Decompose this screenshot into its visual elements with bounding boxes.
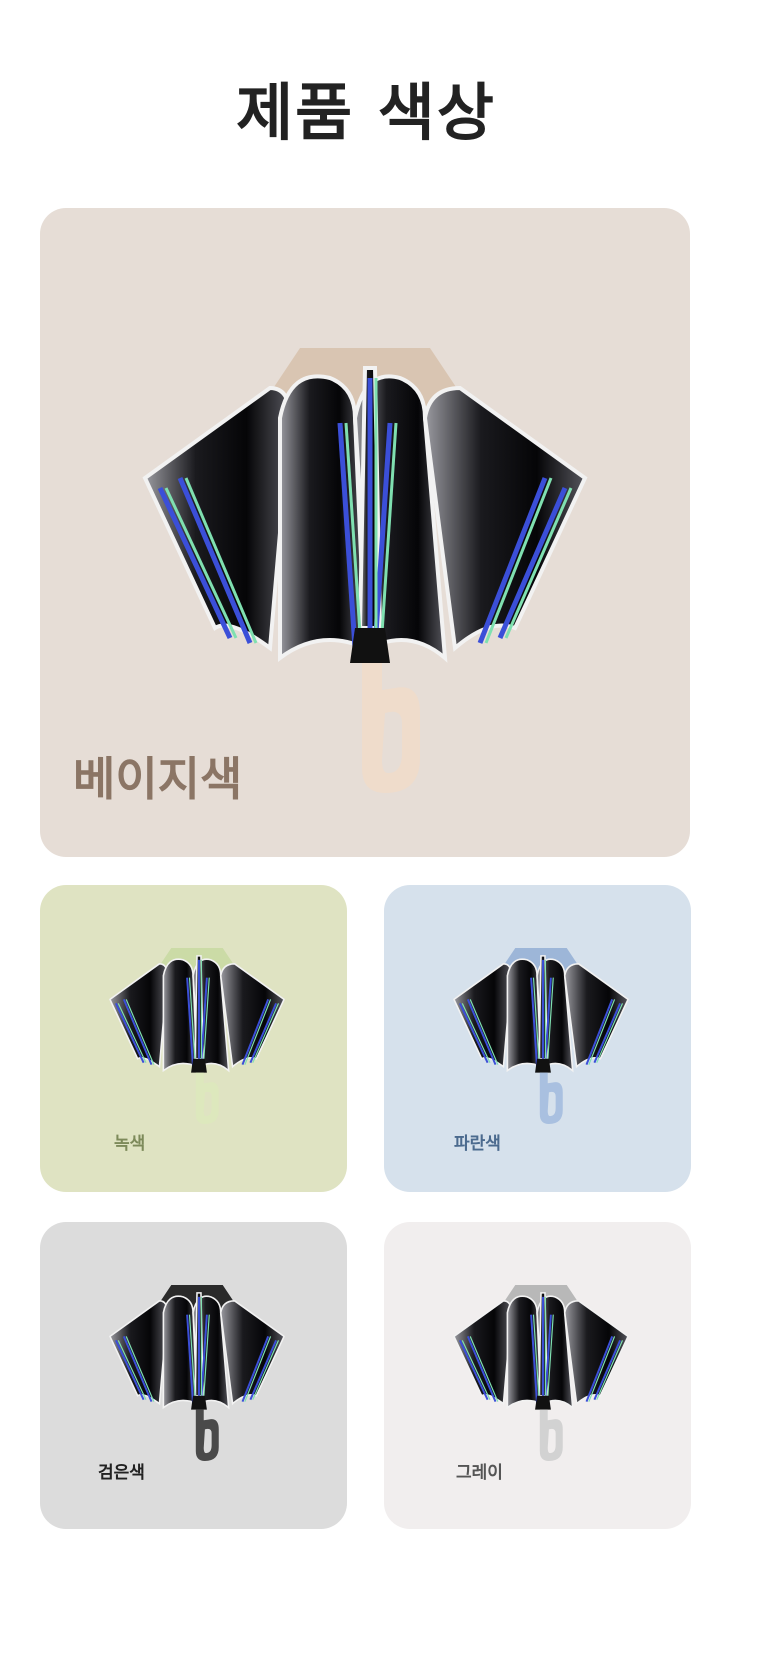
umbrella-handle [539, 1409, 563, 1461]
umbrella-stripe-green [588, 999, 616, 1065]
umbrella-stripe-green [461, 1340, 491, 1400]
umbrella-stripe-blue [543, 977, 552, 1067]
umbrella-stripe-green [596, 1340, 624, 1400]
umbrella-stripe-blue [186, 977, 195, 1067]
umbrella-image [452, 947, 630, 1124]
umbrella-stripe-blue [530, 1314, 539, 1404]
umbrella-handle [362, 663, 420, 793]
color-card-green: 녹색 [40, 885, 347, 1192]
umbrella-stripe-blue [530, 977, 539, 1067]
umbrella-stripe-blue [241, 1336, 270, 1403]
umbrella-stripe-green [588, 1336, 616, 1402]
umbrella-panel [219, 963, 286, 1069]
umbrella-stripe-green [484, 477, 553, 644]
umbrella-stripe-green [125, 1336, 155, 1402]
umbrella-stripe-blue [497, 487, 568, 639]
umbrella-stripe-blue [593, 1339, 622, 1401]
umbrella-stripe-green [117, 1003, 147, 1063]
umbrella-hub [535, 1395, 551, 1410]
umbrella-stripe-blue [466, 999, 497, 1066]
umbrella-stripe-green [546, 1314, 554, 1404]
umbrella-stripe-green [469, 1336, 499, 1402]
umbrella-hub [535, 1058, 551, 1073]
color-card-gray: 그레이 [384, 1222, 691, 1529]
umbrella-stripe-blue [477, 477, 548, 644]
umbrella-stripe-blue [115, 1002, 145, 1064]
umbrella-handle [195, 1072, 219, 1124]
color-label: 베이지색 [73, 752, 243, 806]
umbrella-stripe-green [344, 422, 363, 649]
umbrella-stripe-green [504, 487, 573, 639]
color-card-beige: 베이지색 [40, 208, 690, 857]
umbrella-panel [563, 963, 630, 1069]
color-label: 그레이 [456, 1463, 503, 1483]
umbrella-handle [539, 1072, 563, 1124]
color-card-blue: 파란색 [384, 885, 691, 1192]
umbrella-stripe-green [469, 999, 499, 1065]
umbrella-panel [219, 1300, 286, 1406]
color-label: 검은색 [98, 1463, 145, 1483]
umbrella-stripe-green [202, 977, 210, 1067]
page-title: 제품 색상 [236, 76, 496, 149]
umbrella-stripe-green [379, 422, 398, 649]
umbrella-stripe-blue [249, 1339, 278, 1401]
umbrella-stripe-green [117, 1340, 147, 1400]
umbrella-stripe-green [164, 487, 238, 639]
umbrella-stripe-green [125, 999, 155, 1065]
umbrella-hub [350, 628, 390, 663]
umbrella-stripe-blue [466, 1336, 497, 1403]
umbrella-image [108, 947, 286, 1124]
umbrella-stripe-blue [459, 1002, 489, 1064]
umbrella-stripe-green [532, 977, 541, 1067]
umbrella-stripe-green [188, 1314, 197, 1404]
umbrella-stripe-green [184, 477, 258, 644]
umbrella-stripe-blue [543, 1314, 552, 1404]
umbrella-hub [191, 1058, 207, 1073]
umbrella-stripe-blue [177, 477, 253, 644]
umbrella-stripe-green [188, 977, 197, 1067]
umbrella-stripe-green [596, 1003, 624, 1063]
color-label: 녹색 [114, 1134, 146, 1154]
umbrella-stripe-blue [122, 1336, 153, 1403]
umbrella-stripe-blue [122, 999, 153, 1066]
umbrella-stripe-blue [459, 1339, 489, 1401]
umbrella-stripe-green [202, 1314, 210, 1404]
umbrella-stripe-green [532, 1314, 541, 1404]
umbrella-stripe-blue [585, 1336, 614, 1403]
umbrella-handle [195, 1409, 219, 1461]
umbrella-stripe-green [546, 977, 554, 1067]
umbrella-panel [563, 1300, 630, 1406]
umbrella-stripe-green [244, 1336, 272, 1402]
color-label: 파란색 [454, 1134, 501, 1154]
umbrella-image [142, 348, 588, 793]
umbrella-stripe-blue [115, 1339, 145, 1401]
umbrella-stripe-green [252, 1003, 280, 1063]
umbrella-image [452, 1284, 630, 1461]
umbrella-stripe-green [244, 999, 272, 1065]
umbrella-stripe-blue [186, 1314, 195, 1404]
umbrella-hub [191, 1395, 207, 1410]
umbrella-stripe-blue [593, 1002, 622, 1064]
color-card-black: 검은색 [40, 1222, 347, 1529]
umbrella-stripe-green [461, 1003, 491, 1063]
umbrella-stripe-blue [585, 999, 614, 1066]
umbrella-stripe-green [252, 1340, 280, 1400]
umbrella-stripe-blue [249, 1002, 278, 1064]
umbrella-panel [422, 385, 588, 652]
umbrella-image [108, 1284, 286, 1461]
umbrella-stripe-blue [337, 422, 358, 649]
umbrella-stripe-blue [241, 999, 270, 1066]
umbrella-stripe-blue [157, 486, 233, 640]
